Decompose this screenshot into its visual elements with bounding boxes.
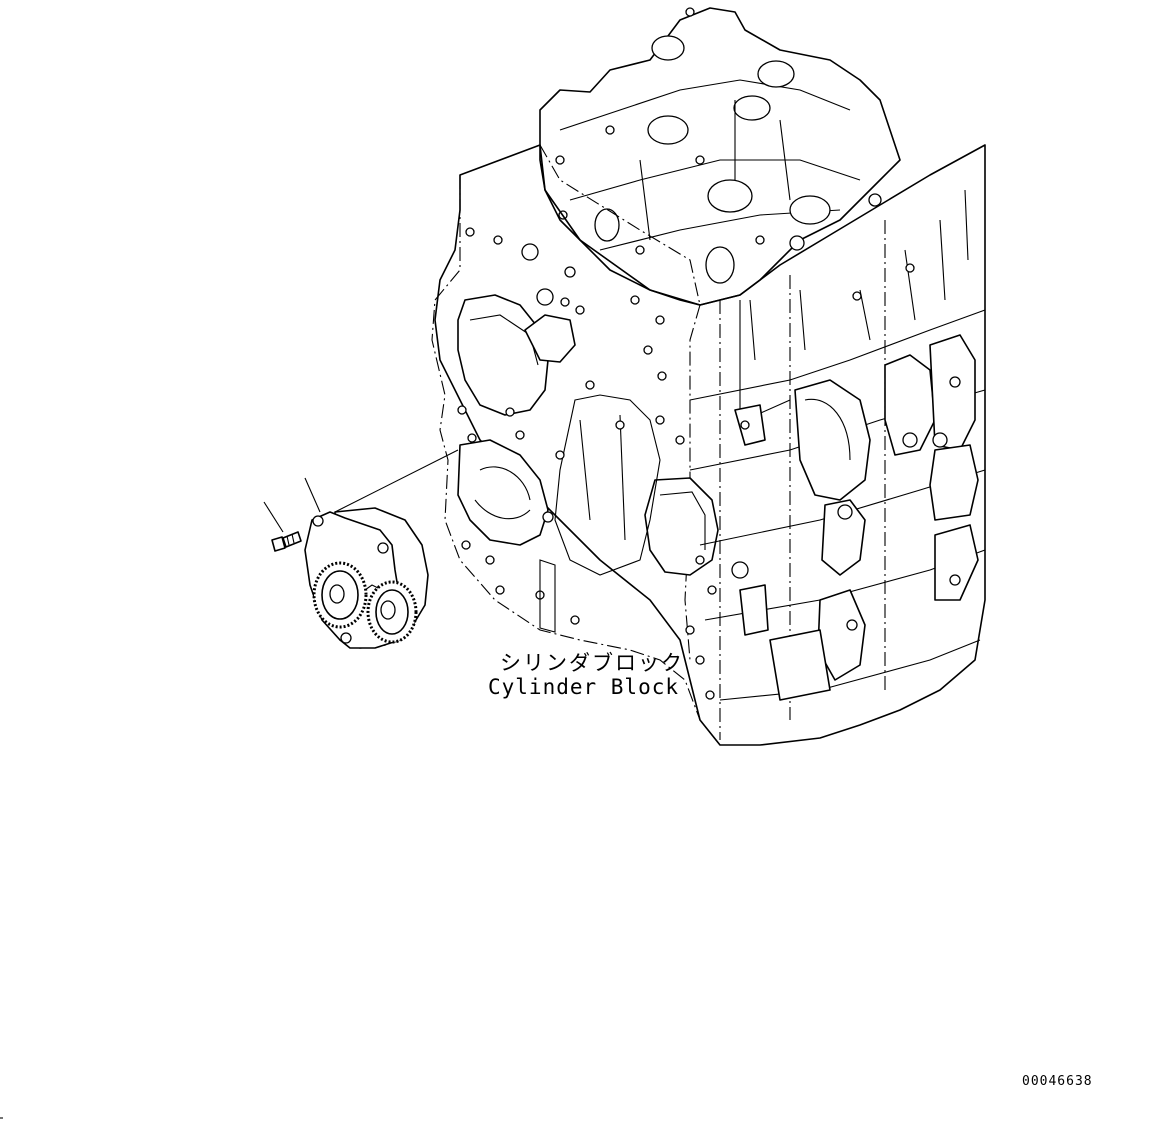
cylinder-block-label-jp: シリンダブロック — [500, 651, 684, 675]
oil-pump-icon — [304, 477, 429, 649]
drawing-number: 00046638 — [1022, 1074, 1093, 1089]
assembly-leader-line — [334, 449, 459, 513]
bolt-icon — [263, 501, 302, 552]
cylinder-block-label-en: Cylinder Block — [488, 675, 680, 699]
cylinder-block — [431, 7, 986, 746]
cylinder-head — [539, 7, 901, 306]
